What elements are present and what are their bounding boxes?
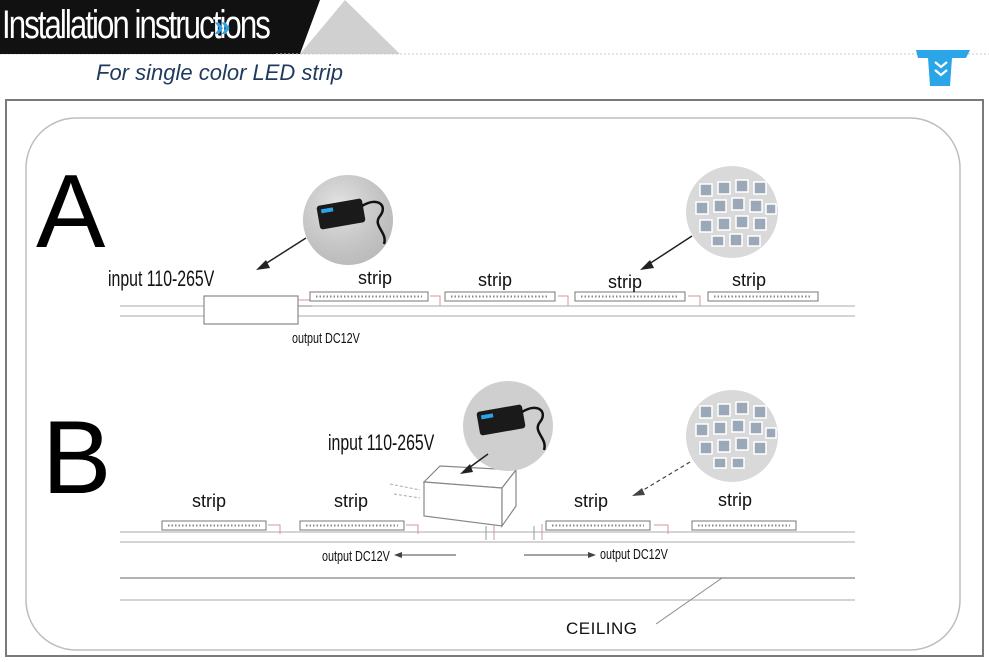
section-b-wiring (120, 465, 855, 601)
section-b-output-right: output DC12V (600, 546, 668, 563)
strip-label-b2: strip (334, 491, 369, 511)
header-decoration (0, 0, 989, 55)
section-a-strips (309, 291, 819, 306)
strip-b2 (299, 520, 405, 531)
led-strip-photo (686, 166, 778, 258)
strip-b4 (691, 520, 797, 531)
strip-a4 (707, 291, 819, 302)
section-a-input-label: input 110-265V (108, 266, 215, 291)
page-subtitle: For single color LED strip (96, 60, 343, 85)
strip-label-b3: strip (574, 491, 609, 511)
strip-b3 (545, 520, 651, 531)
section-a-wiring (120, 295, 855, 325)
strip-label-a2: strip (478, 270, 513, 290)
section-b-strips (161, 520, 797, 534)
strip-label-a3: strip (608, 272, 643, 292)
strip-label-a1: strip (358, 268, 393, 288)
section-b-input-label: input 110-265V (328, 430, 435, 455)
strip-b1 (161, 520, 267, 531)
strip-a2 (444, 291, 556, 302)
section-b-output-left: output DC12V (322, 548, 390, 565)
ceiling-label: CEILING (566, 619, 638, 638)
page-title: Installation instructions (2, 3, 271, 47)
strip-a1 (309, 291, 429, 302)
title-box: Installation instructions (0, 0, 276, 54)
strip-label-b1: strip (192, 491, 227, 511)
strip-label-b4: strip (718, 490, 753, 510)
power-adapter-photo (303, 175, 393, 265)
header: Installation instructions » (0, 0, 989, 56)
section-b-letter: B (42, 400, 112, 516)
led-strip-photo-b (686, 390, 778, 482)
strip-label-a4: strip (732, 270, 767, 290)
section-a-letter: A (36, 154, 106, 270)
power-adapter-photo-b (463, 381, 553, 471)
section-a-output-label: output DC12V (292, 330, 360, 347)
strip-a3 (574, 291, 686, 302)
